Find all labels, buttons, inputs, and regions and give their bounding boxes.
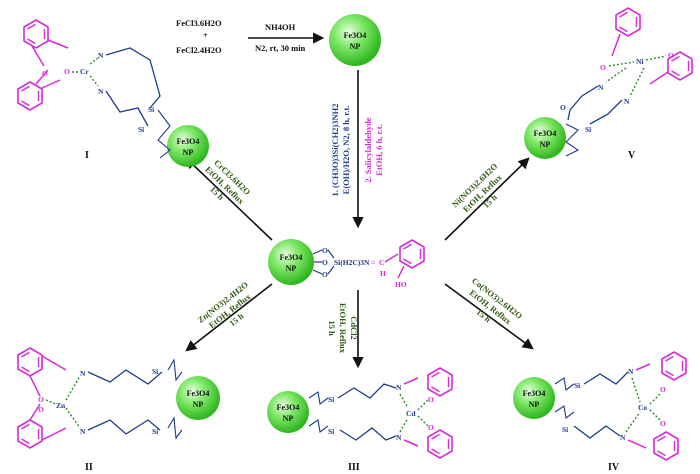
svg-text:Si: Si	[152, 427, 158, 436]
np-label-1: Fe3O4	[344, 31, 367, 40]
label-V: V	[628, 150, 636, 161]
step2-conditions: 2. Salicylaldehyde EtOH, 6 h, r.t.	[363, 117, 384, 182]
metal-V: Ni	[636, 57, 644, 66]
arrow-to-V	[444, 157, 530, 241]
center-ho: HO	[395, 280, 407, 289]
svg-text:N: N	[80, 369, 86, 378]
plus-sign: +	[203, 30, 208, 40]
svg-text:NP: NP	[529, 400, 540, 409]
svg-text:Si: Si	[138, 125, 144, 134]
complex-I: O O Cr N N Si Si Fe3O4 NP I	[17, 19, 209, 167]
svg-text:Si: Si	[148, 105, 154, 114]
svg-text:Si: Si	[328, 427, 334, 436]
metal-III: Cd	[406, 409, 416, 418]
svg-text:Si: Si	[328, 395, 334, 404]
svg-text:O: O	[600, 63, 606, 72]
svg-text:CdCl2: CdCl2	[349, 316, 359, 340]
svg-text:NP: NP	[283, 414, 294, 423]
svg-text:N: N	[598, 83, 604, 92]
svg-text:N: N	[80, 427, 86, 436]
arrow-to-IV	[444, 283, 534, 350]
np-label-2: NP	[350, 42, 361, 51]
cond-to-II: Zn(NO3)2.4H2O EtOH, Reflux 15 h	[196, 279, 253, 330]
svg-text:N: N	[98, 51, 104, 60]
arrow-to-II	[185, 283, 273, 352]
complex-II: O O Zn N N Si Si Fe3O4 NP II	[17, 347, 220, 473]
complex-V: O O Ni N N O Si Fe3O4 NP V	[524, 7, 693, 161]
center-linker: Si(H2C)3N	[334, 258, 370, 267]
label-IV: IV	[608, 462, 620, 473]
step1-conditions: 1. (CH3O)3Si(CH2)3NH2 E(OH)/H2O, N2, 8 h…	[330, 103, 351, 196]
center-phenol-ring	[399, 239, 425, 269]
fe3o4-np-product: Fe3O4 NP	[329, 14, 381, 66]
svg-text:O: O	[38, 395, 44, 404]
svg-text:Si: Si	[585, 125, 591, 134]
cond-to-I: CrCl3.6H2O EtOH, Reflux 15 h	[203, 157, 253, 206]
label-III: III	[348, 462, 360, 473]
label-I: I	[85, 150, 89, 161]
center-np-label-1: Fe3O4	[280, 253, 303, 262]
metal-IV: Co	[638, 403, 647, 412]
svg-text:Fe3O4: Fe3O4	[534, 129, 557, 138]
svg-text:N: N	[624, 97, 630, 106]
svg-text:O: O	[428, 395, 434, 404]
svg-text:N: N	[628, 367, 634, 376]
svg-text:N: N	[396, 383, 402, 392]
label-II: II	[85, 462, 93, 473]
center-functionalized-np: Fe3O4 NP O O O Si(H2C)3N = C H HO	[268, 239, 425, 289]
svg-text:N: N	[98, 87, 104, 96]
svg-text:O: O	[322, 258, 328, 267]
svg-text:O: O	[322, 270, 328, 279]
svg-text:O: O	[428, 423, 434, 432]
center-np-label-2: NP	[286, 264, 297, 273]
svg-text:Fe3O4: Fe3O4	[277, 403, 300, 412]
svg-text:Si: Si	[562, 425, 568, 434]
svg-text:N: N	[620, 433, 626, 442]
svg-text:EtOH, Reflux: EtOH, Reflux	[338, 303, 348, 354]
cond-nh4oh: NH4OH	[265, 22, 296, 32]
reactant-fecl3: FeCl3.6H2O	[176, 18, 222, 28]
np-sphere	[329, 14, 381, 66]
svg-text:O: O	[560, 103, 566, 112]
cond-n2: N2, rt, 30 min	[255, 43, 306, 53]
cond-to-III: CdCl2 EtOH, Reflux 15 h	[327, 303, 359, 354]
arrow-to-I	[185, 157, 273, 241]
reactant-fecl2: FeCl2.4H2O	[176, 45, 222, 55]
cond-to-V: Ni(NO3)2.6H2O EtOH, Reflux 15 h	[450, 161, 504, 214]
cond-to-IV: Co(NO3)2.6H2O EtOH, Reflux 15 h	[468, 275, 525, 326]
top-reactants: FeCl3.6H2O + FeCl2.4H2O	[176, 18, 222, 55]
svg-text:Fe3O4: Fe3O4	[177, 137, 200, 146]
metal-I: Cr	[80, 67, 89, 76]
svg-text:O: O	[660, 385, 666, 394]
svg-text:H: H	[380, 269, 386, 278]
svg-text:O: O	[42, 69, 48, 78]
svg-text:Si: Si	[574, 381, 580, 390]
complex-IV: Fe3O4 NP Si Si N N Co O O IV	[513, 351, 687, 473]
svg-text:O: O	[668, 51, 674, 60]
svg-text:15 h: 15 h	[327, 320, 337, 336]
step1-reagent: 1. (CH3O)3Si(CH2)3NH2	[330, 103, 340, 196]
svg-text:O: O	[38, 405, 44, 414]
svg-text:O: O	[64, 67, 70, 76]
svg-text:O: O	[660, 419, 666, 428]
svg-text:Fe3O4: Fe3O4	[523, 389, 546, 398]
metal-II: Zn	[56, 401, 66, 410]
step1-solvent: E(OH)/H2O, N2, 8 h, r.t.	[341, 106, 351, 195]
svg-text:=: =	[371, 258, 375, 267]
step2-reagent: 2. Salicylaldehyde	[363, 117, 373, 182]
svg-text:NP: NP	[183, 148, 194, 157]
svg-text:O: O	[322, 246, 328, 255]
svg-text:N: N	[396, 433, 402, 442]
complex-III: Fe3O4 NP Si Si N N Cd O O III	[267, 367, 453, 473]
svg-text:C: C	[379, 258, 384, 267]
svg-text:NP: NP	[193, 400, 204, 409]
svg-text:Si: Si	[152, 367, 158, 376]
svg-text:NP: NP	[540, 140, 551, 149]
step2-solvent: EtOH, 6 h, r.t.	[374, 124, 384, 175]
center-np-sphere	[268, 239, 314, 285]
svg-text:Fe3O4: Fe3O4	[187, 389, 210, 398]
